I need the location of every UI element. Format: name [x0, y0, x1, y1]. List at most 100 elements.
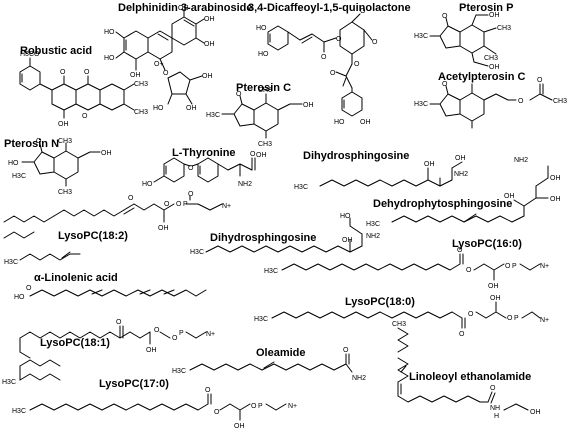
label-oh: OH: [256, 152, 267, 159]
title-dihydrosphingosine-1: Dihydrosphingosine: [303, 150, 410, 162]
label-oh: OH: [202, 73, 213, 80]
title-l-thyronine: L-Thyronine: [172, 147, 236, 159]
label-n-plus: N+: [540, 263, 549, 270]
label-oh: OH: [360, 119, 371, 126]
structure-dicaffeoyl: [267, 13, 373, 117]
label-o: O: [188, 165, 194, 172]
title-linolenic-acid: α-Linolenic acid: [34, 272, 118, 284]
label-o: O: [250, 151, 256, 158]
label-ho: HO: [142, 181, 153, 188]
label-ch3: CH3: [392, 321, 406, 328]
label-ho: HO: [8, 160, 19, 167]
title-lysopc-18-0: LysoPC(18:0): [345, 296, 415, 308]
structure-dihydrosphingosine-1: [319, 161, 463, 187]
label-o: O: [164, 201, 170, 208]
title-dicaffeoyl: 3,4-Dicaffeoyl-1,5-quinolactone: [248, 2, 411, 14]
label-o: O: [116, 319, 122, 326]
label-ch3: CH3: [134, 81, 148, 88]
label-ch3: CH3: [134, 109, 148, 116]
label-oh: OH: [550, 175, 561, 182]
label-o: O: [330, 70, 336, 77]
label-o: O: [336, 36, 342, 43]
label-h3c: H3C: [414, 33, 428, 40]
title-lysopc-16-0: LysoPC(16:0): [452, 238, 522, 250]
label-oh: OH: [490, 295, 501, 302]
title-lysopc-18-1: LysoPC(18:1): [40, 337, 110, 349]
label-ch3: CH3: [484, 55, 498, 62]
label-o: O: [354, 61, 360, 68]
label-o: O: [537, 77, 543, 84]
label-n-plus: N+: [540, 317, 549, 324]
label-oh: OH: [342, 237, 353, 244]
label-oh: OH: [504, 193, 515, 200]
title-oleamide: Oleamide: [256, 347, 306, 359]
title-robustic-acid: Robustic acid: [20, 45, 93, 57]
label-o: O: [490, 385, 496, 392]
label-o: O: [82, 113, 88, 120]
structure-lysopc-18-1: [19, 325, 207, 381]
label-o: O: [188, 191, 194, 198]
label-ch3: CH3: [258, 141, 272, 148]
label-oh: OH: [178, 5, 189, 12]
label-nh2: NH2: [238, 181, 252, 188]
label-ch3: CH3: [553, 98, 567, 105]
label-o: O: [321, 54, 327, 61]
title-dehydrophytosphingosine: Dehydrophytosphingosine: [373, 198, 513, 210]
label-oh: OH: [234, 423, 245, 430]
structure-dehydrophytosphingosine: [391, 165, 549, 223]
label-oh: OH: [530, 409, 541, 416]
structure-pterosin-n: [21, 142, 101, 187]
label-p: P: [183, 201, 188, 208]
title-pterosin-c: Pterosin C: [236, 82, 292, 94]
label-h3c: H3C: [4, 259, 18, 266]
label-o: O: [26, 285, 32, 292]
structure-robustic-acid: [19, 57, 135, 119]
label-h3c: H3C: [414, 101, 428, 108]
label-o: O: [128, 195, 134, 202]
label-ho: HO: [334, 119, 345, 126]
label-oh: OH: [204, 41, 215, 48]
label-o: O: [468, 311, 474, 318]
label-n-plus: N+: [222, 203, 231, 210]
label-o: O: [442, 81, 448, 88]
label-o: O: [60, 69, 66, 76]
label-o: O: [176, 201, 182, 208]
label-h3c: H3C: [206, 112, 220, 119]
label-o: O: [214, 409, 220, 416]
label-o: O: [518, 98, 524, 105]
structure-acetylpterosin-c: [429, 83, 553, 129]
label-h3c: H3C: [294, 184, 308, 191]
title-lysopc-17-0: LysoPC(17:0): [99, 378, 169, 390]
label-nh2: NH2: [454, 171, 468, 178]
label-oh: OH: [489, 64, 500, 71]
structure-linolenic-acid: [29, 289, 207, 297]
label-ho: HO: [153, 105, 164, 112]
label-oh: OH: [146, 347, 157, 354]
label-h3c: H3C: [12, 408, 26, 415]
label-o: O: [360, 8, 366, 15]
label-h3c: H3C: [190, 249, 204, 256]
label-o: O: [163, 70, 169, 77]
label-oh: OH: [550, 196, 561, 203]
label-n: NH: [490, 405, 500, 412]
title-dihydrosphingosine-2: Dihydrosphingosine: [210, 232, 317, 244]
structure-lysopc-18-2: [3, 195, 223, 261]
label-o: O: [236, 91, 242, 98]
label-o: O: [343, 347, 349, 354]
structure-pterosin-c: [221, 93, 303, 139]
label-h: H: [494, 413, 499, 420]
title-lysopc-18-2: LysoPC(18:2): [58, 230, 128, 242]
label-ho: HO: [104, 55, 115, 62]
label-ch3: CH3: [258, 87, 272, 94]
label-oh: OH: [58, 121, 69, 128]
label-nh2: NH2: [366, 233, 380, 240]
structure-lysopc-16-0: [281, 253, 541, 281]
label-nh2: NH2: [514, 157, 528, 164]
label-h3c: H3C: [2, 379, 16, 386]
label-o: O: [36, 138, 42, 145]
label-ho: HO: [256, 25, 267, 32]
label-o-plus: O+: [154, 61, 164, 68]
label-oh: OH: [455, 155, 466, 162]
label-o: O: [154, 327, 160, 334]
